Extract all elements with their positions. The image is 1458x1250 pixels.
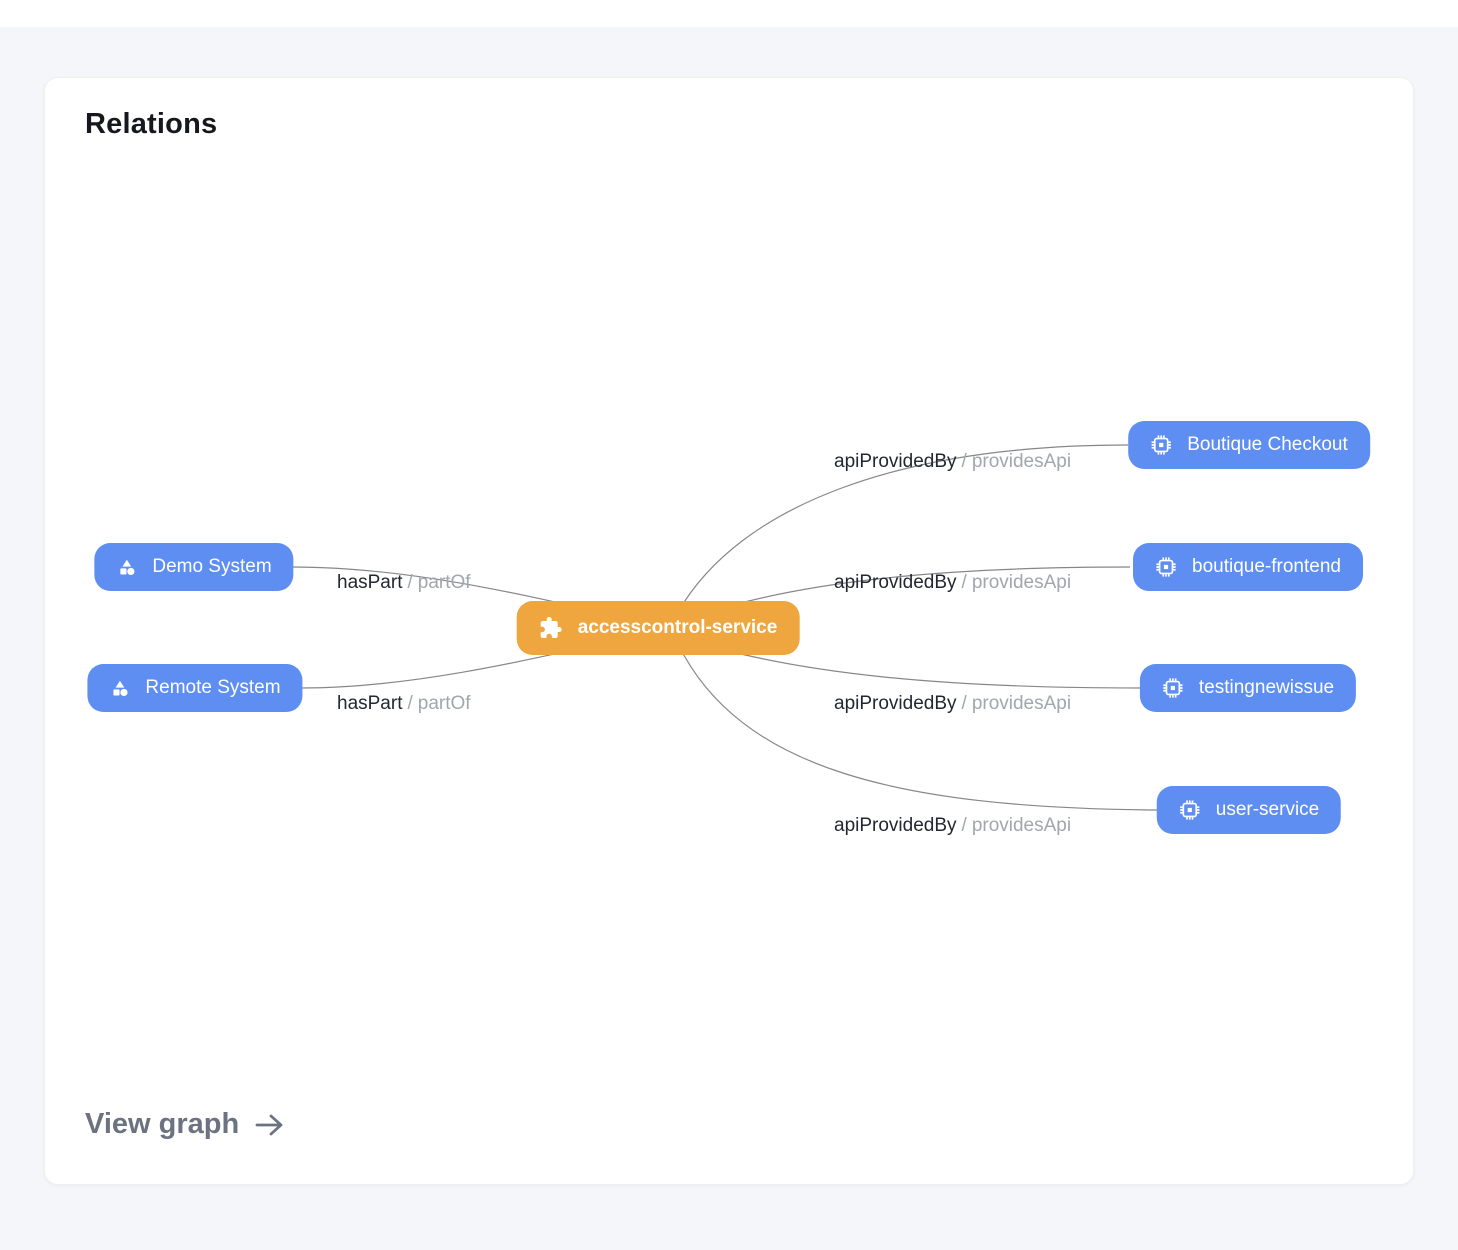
relation-separator: / [962,451,967,472]
relation-name: hasPart [337,572,402,593]
node-testingnewissue[interactable]: testingnewissue [1140,664,1356,712]
relation-separator: / [962,572,967,593]
relation-name: apiProvidedBy [834,815,957,836]
node-label: accesscontrol-service [578,617,778,639]
node-label: testingnewissue [1199,677,1334,699]
relation-name: hasPart [337,693,402,714]
relation-separator: / [407,693,412,714]
node-label: Demo System [152,556,271,578]
node-label: boutique-frontend [1192,556,1341,578]
edge-label-api-boutique-frontend: apiProvidedBy/providesApi [834,570,1071,596]
shapes-icon [109,678,130,699]
chip-icon [1150,434,1172,456]
node-label: Remote System [145,677,280,699]
node-accesscontrol-service[interactable]: accesscontrol-service [517,601,800,655]
node-label: Boutique Checkout [1187,434,1348,456]
inverse-relation-name: providesApi [972,572,1071,593]
shapes-icon [116,557,137,578]
arrow-right-icon [253,1111,285,1139]
edge-label-haspart-remote: hasPart/ partOf [337,691,471,717]
chip-icon [1162,677,1184,699]
inverse-relation-name: partOf [418,572,471,593]
relation-separator: / [962,815,967,836]
node-boutique-checkout[interactable]: Boutique Checkout [1128,421,1370,469]
edge-label-api-user-service: apiProvidedBy/providesApi [834,813,1071,839]
chip-icon [1155,556,1177,578]
inverse-relation-name: providesApi [972,693,1071,714]
relation-name: apiProvidedBy [834,693,957,714]
edge-label-haspart-demo: hasPart/ partOf [337,570,471,596]
node-boutique-frontend[interactable]: boutique-frontend [1133,543,1363,591]
inverse-relation-name: providesApi [972,451,1071,472]
puzzle-icon [539,616,563,640]
node-user-service[interactable]: user-service [1157,786,1341,834]
card-title: Relations [85,108,217,141]
top-strip [0,0,1458,27]
edge-label-api-boutique-checkout: apiProvidedBy/providesApi [834,449,1071,475]
relation-separator: / [407,572,412,593]
edge-label-api-testingnewissue: apiProvidedBy/providesApi [834,691,1071,717]
relation-name: apiProvidedBy [834,572,957,593]
node-demo-system[interactable]: Demo System [94,543,293,591]
inverse-relation-name: providesApi [972,815,1071,836]
relation-separator: / [962,693,967,714]
relation-name: apiProvidedBy [834,451,957,472]
node-remote-system[interactable]: Remote System [87,664,302,712]
view-graph-label: View graph [85,1108,239,1141]
chip-icon [1179,799,1201,821]
view-graph-link[interactable]: View graph [85,1108,285,1141]
node-label: user-service [1216,799,1319,821]
inverse-relation-name: partOf [418,693,471,714]
